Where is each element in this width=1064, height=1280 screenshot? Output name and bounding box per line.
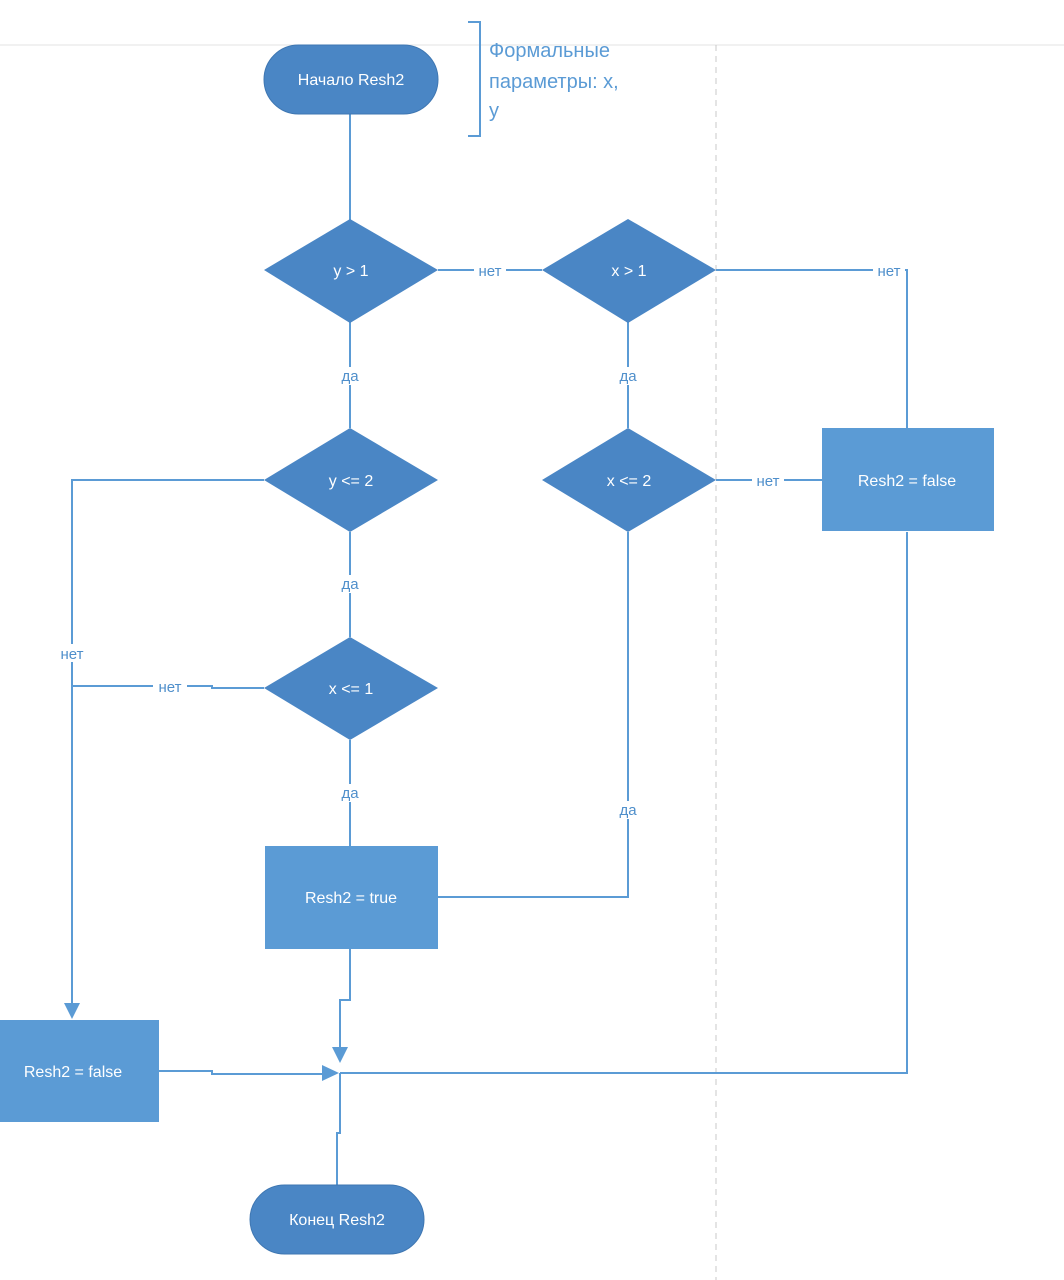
edge-false-left-to-merge <box>159 1070 325 1075</box>
edge-false-right-to-merge <box>340 532 908 1074</box>
label-bg <box>336 575 364 593</box>
process-shape <box>265 846 438 949</box>
comment-line-1: Формальные <box>489 40 610 62</box>
end-label: Конец Resh2 <box>289 1212 385 1229</box>
connectors <box>64 114 908 1185</box>
decision-x-gt-1[interactable]: x > 1 <box>542 219 716 323</box>
decision-y-gt-1-label: y > 1 <box>333 263 368 280</box>
start-label: Начало Resh2 <box>298 72 405 89</box>
label-bg <box>336 784 364 802</box>
end-terminal[interactable]: Конец Resh2 <box>249 1184 425 1255</box>
edge-true-to-merge <box>339 949 351 1048</box>
label-yes-x-le-1: да <box>341 785 359 802</box>
decision-y-gt-1[interactable]: y > 1 <box>264 219 438 323</box>
label-yes-y-le-2: да <box>341 576 359 593</box>
process-false-right-label: Resh2 = false <box>858 473 956 490</box>
decision-y-le-2[interactable]: y <= 2 <box>264 428 438 532</box>
label-no-y-le-2: нет <box>61 646 84 663</box>
decision-y-le-2-label: y <= 2 <box>329 473 374 490</box>
label-bg <box>55 644 89 662</box>
label-bg <box>752 471 784 489</box>
comment-line-3: y <box>489 100 499 122</box>
decision-shape <box>542 219 716 323</box>
process-resh2-false-left[interactable]: Resh2 = false <box>0 1020 159 1122</box>
label-no-x-le-1: нет <box>159 679 182 696</box>
label-yes-x-le-2: да <box>619 802 637 819</box>
decision-shape <box>264 428 438 532</box>
decision-x-le-2-label: x <= 2 <box>607 473 652 490</box>
decision-shape <box>264 219 438 323</box>
arrow-down-icon <box>332 1047 348 1063</box>
process-shape <box>822 428 994 531</box>
label-bg <box>474 261 506 279</box>
label-no-x-gt-1: нет <box>878 263 901 280</box>
edge-x-le-2-yes <box>438 532 629 898</box>
decision-x-gt-1-label: x > 1 <box>611 263 646 280</box>
parameters-comment: Формальные параметры: x, y <box>468 21 619 137</box>
process-resh2-false-right[interactable]: Resh2 = false <box>822 428 994 531</box>
edge-x-le-1-no <box>72 685 264 689</box>
label-bg <box>614 801 642 819</box>
edge-x-gt-1-no <box>716 269 908 428</box>
arrow-right-icon <box>322 1065 339 1081</box>
comment-line-2: параметры: x, <box>489 71 619 93</box>
decision-x-le-2[interactable]: x <= 2 <box>542 428 716 532</box>
decision-x-le-1[interactable]: x <= 1 <box>264 637 438 740</box>
comment-bracket <box>468 21 481 137</box>
label-no-y-gt-1: нет <box>479 263 502 280</box>
process-false-left-label: Resh2 = false <box>24 1064 122 1081</box>
label-yes-y-gt-1: да <box>341 368 359 385</box>
label-no-x-le-2: нет <box>757 473 780 490</box>
process-shape <box>0 1020 159 1122</box>
edge-merge-to-end <box>336 1073 341 1185</box>
start-terminal[interactable]: Начало Resh2 <box>263 44 439 115</box>
arrow-down-icon <box>64 1003 80 1019</box>
label-bg <box>153 678 187 696</box>
end-terminal-shape <box>249 1184 425 1255</box>
process-true-label: Resh2 = true <box>305 890 397 907</box>
label-bg <box>873 261 905 279</box>
edge-labels: нет нет нет нет нет да да да да да <box>55 261 905 819</box>
edge-y-le-2-no <box>71 479 264 1005</box>
label-bg <box>336 367 364 385</box>
decision-x-le-1-label: x <= 1 <box>329 681 374 698</box>
label-bg <box>614 367 642 385</box>
label-yes-x-gt-1: да <box>619 368 637 385</box>
process-resh2-true[interactable]: Resh2 = true <box>265 846 438 949</box>
start-terminal-shape <box>263 44 439 115</box>
decision-shape <box>542 428 716 532</box>
decision-shape <box>264 637 438 740</box>
